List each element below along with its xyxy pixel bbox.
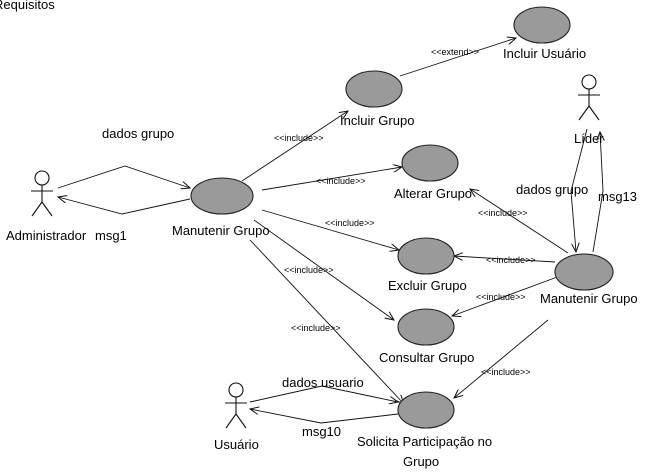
incluir-usuario-label: Incluir Usuário: [503, 46, 586, 61]
edge-manutenir-to-lider: [592, 132, 603, 253]
manutenir-grupo-left-label: Manutenir Grupo: [172, 223, 270, 238]
edge-include-consultar-grupo: [253, 219, 394, 320]
actor-usuario-label: Usuário: [214, 437, 259, 452]
stereotype-include-alterar-grupo-right: <<include>>: [478, 208, 528, 218]
stereotype-include-excluir-grupo: <<include>>: [325, 218, 375, 228]
solicita-label-line1: Solicita Participação no: [357, 434, 492, 449]
message-msg13: msg13: [598, 189, 637, 204]
excluir-grupo-label: Excluir Grupo: [388, 278, 467, 293]
use-case-incluir-usuario[interactable]: [513, 6, 571, 44]
use-case-alterar-grupo[interactable]: [401, 144, 459, 182]
stereotype-extend: <<extend>>: [431, 47, 479, 57]
edge-admin-to-manutenir: [57, 165, 190, 188]
actor-administrador[interactable]: [31, 170, 53, 217]
use-case-consultar-grupo[interactable]: [397, 308, 455, 346]
consultar-grupo-label: Consultar Grupo: [379, 350, 474, 365]
stereotype-include-incluir-grupo: <<include>>: [274, 133, 324, 143]
use-case-manutenir-grupo-left[interactable]: [190, 177, 254, 215]
stereotype-include-solicita: <<include>>: [291, 323, 341, 333]
alterar-grupo-label: Alterar Grupo: [394, 186, 472, 201]
stereotype-include-consultar-grupo: <<include>>: [284, 265, 334, 275]
edge-include-alterar-grupo: [261, 167, 402, 191]
use-case-manutenir-grupo-right[interactable]: [554, 253, 614, 291]
edge-lider-to-manutenir: [570, 128, 588, 252]
stereotype-include-solicita-right: <<include>>: [481, 367, 531, 377]
edge-include-solicita-right: [454, 319, 549, 398]
edge-manutenir-to-admin: [58, 197, 191, 215]
use-case-excluir-grupo[interactable]: [397, 237, 455, 275]
use-case-incluir-grupo[interactable]: [345, 70, 403, 108]
stereotype-include-excluir-grupo-right: <<include>>: [486, 255, 536, 265]
edge-include-solicita: [249, 239, 404, 404]
message-msg1: msg1: [95, 228, 127, 243]
stereotype-include-consultar-grupo-right: <<include>>: [476, 292, 526, 302]
message-msg10: msg10: [302, 424, 341, 439]
actor-lider[interactable]: [578, 74, 600, 121]
edge-include-excluir-grupo-right: [454, 256, 556, 263]
message-dados-grupo-admin: dados grupo: [102, 126, 174, 141]
message-dados-usuario: dados usuario: [282, 375, 364, 390]
edge-solicita-to-usuario: [250, 409, 399, 424]
edge-extend-incluir-usuario: [399, 38, 516, 77]
incluir-grupo-label: Incluir Grupo: [340, 113, 414, 128]
message-dados-grupo-lider: dados grupo: [516, 182, 588, 197]
edge-include-alterar-grupo-right: [470, 189, 569, 254]
use-case-solicita-participacao[interactable]: [397, 391, 455, 429]
stereotype-include-alterar-grupo: <<include>>: [316, 176, 366, 186]
solicita-label-line2: Grupo: [403, 454, 439, 469]
manutenir-grupo-right-label: Manutenir Grupo: [540, 291, 638, 306]
edge-include-consultar-grupo-right: [452, 275, 561, 316]
actor-usuario[interactable]: [225, 382, 247, 429]
edge-usuario-to-solicita: [249, 385, 398, 402]
edge-include-excluir-grupo: [261, 209, 399, 250]
diagram-title-partial: Requisitos: [0, 0, 55, 12]
actor-administrador-label: Administrador: [6, 228, 87, 243]
edge-include-incluir-grupo: [241, 111, 348, 182]
actor-lider-label: Líder: [574, 131, 604, 146]
